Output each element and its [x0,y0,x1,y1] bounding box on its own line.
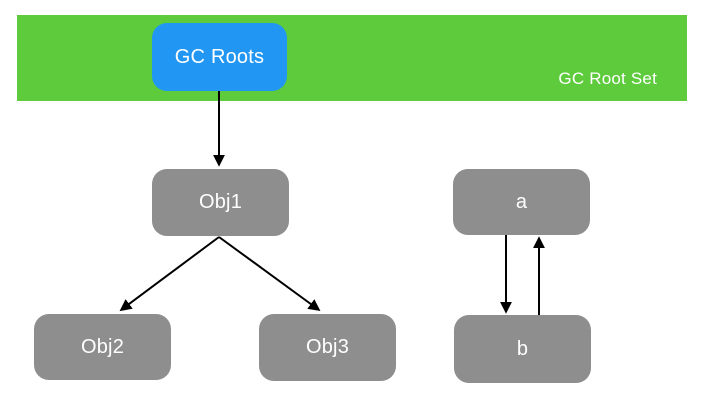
node-obj1: Obj1 [152,169,289,236]
node-obj2: Obj2 [34,314,171,380]
node-b: b [454,315,591,383]
node-gc-roots: GC Roots [152,23,287,91]
edge-obj1-to-obj2-arrow [119,236,220,312]
node-a-label: a [515,190,528,213]
node-obj3: Obj3 [259,314,396,381]
gc-root-set-banner-label: GC Root Set [558,69,657,88]
node-b-label: b [516,337,529,360]
node-a: a [453,169,590,235]
node-obj1-label: Obj1 [198,191,243,213]
node-obj2-label: Obj2 [80,335,125,358]
node-gc-roots-label: GC Roots [174,45,265,68]
gc-root-set-banner: GC Root Set [17,15,687,101]
node-obj3-label: Obj3 [305,336,350,358]
edge-obj1-to-obj3-arrow [218,236,321,312]
